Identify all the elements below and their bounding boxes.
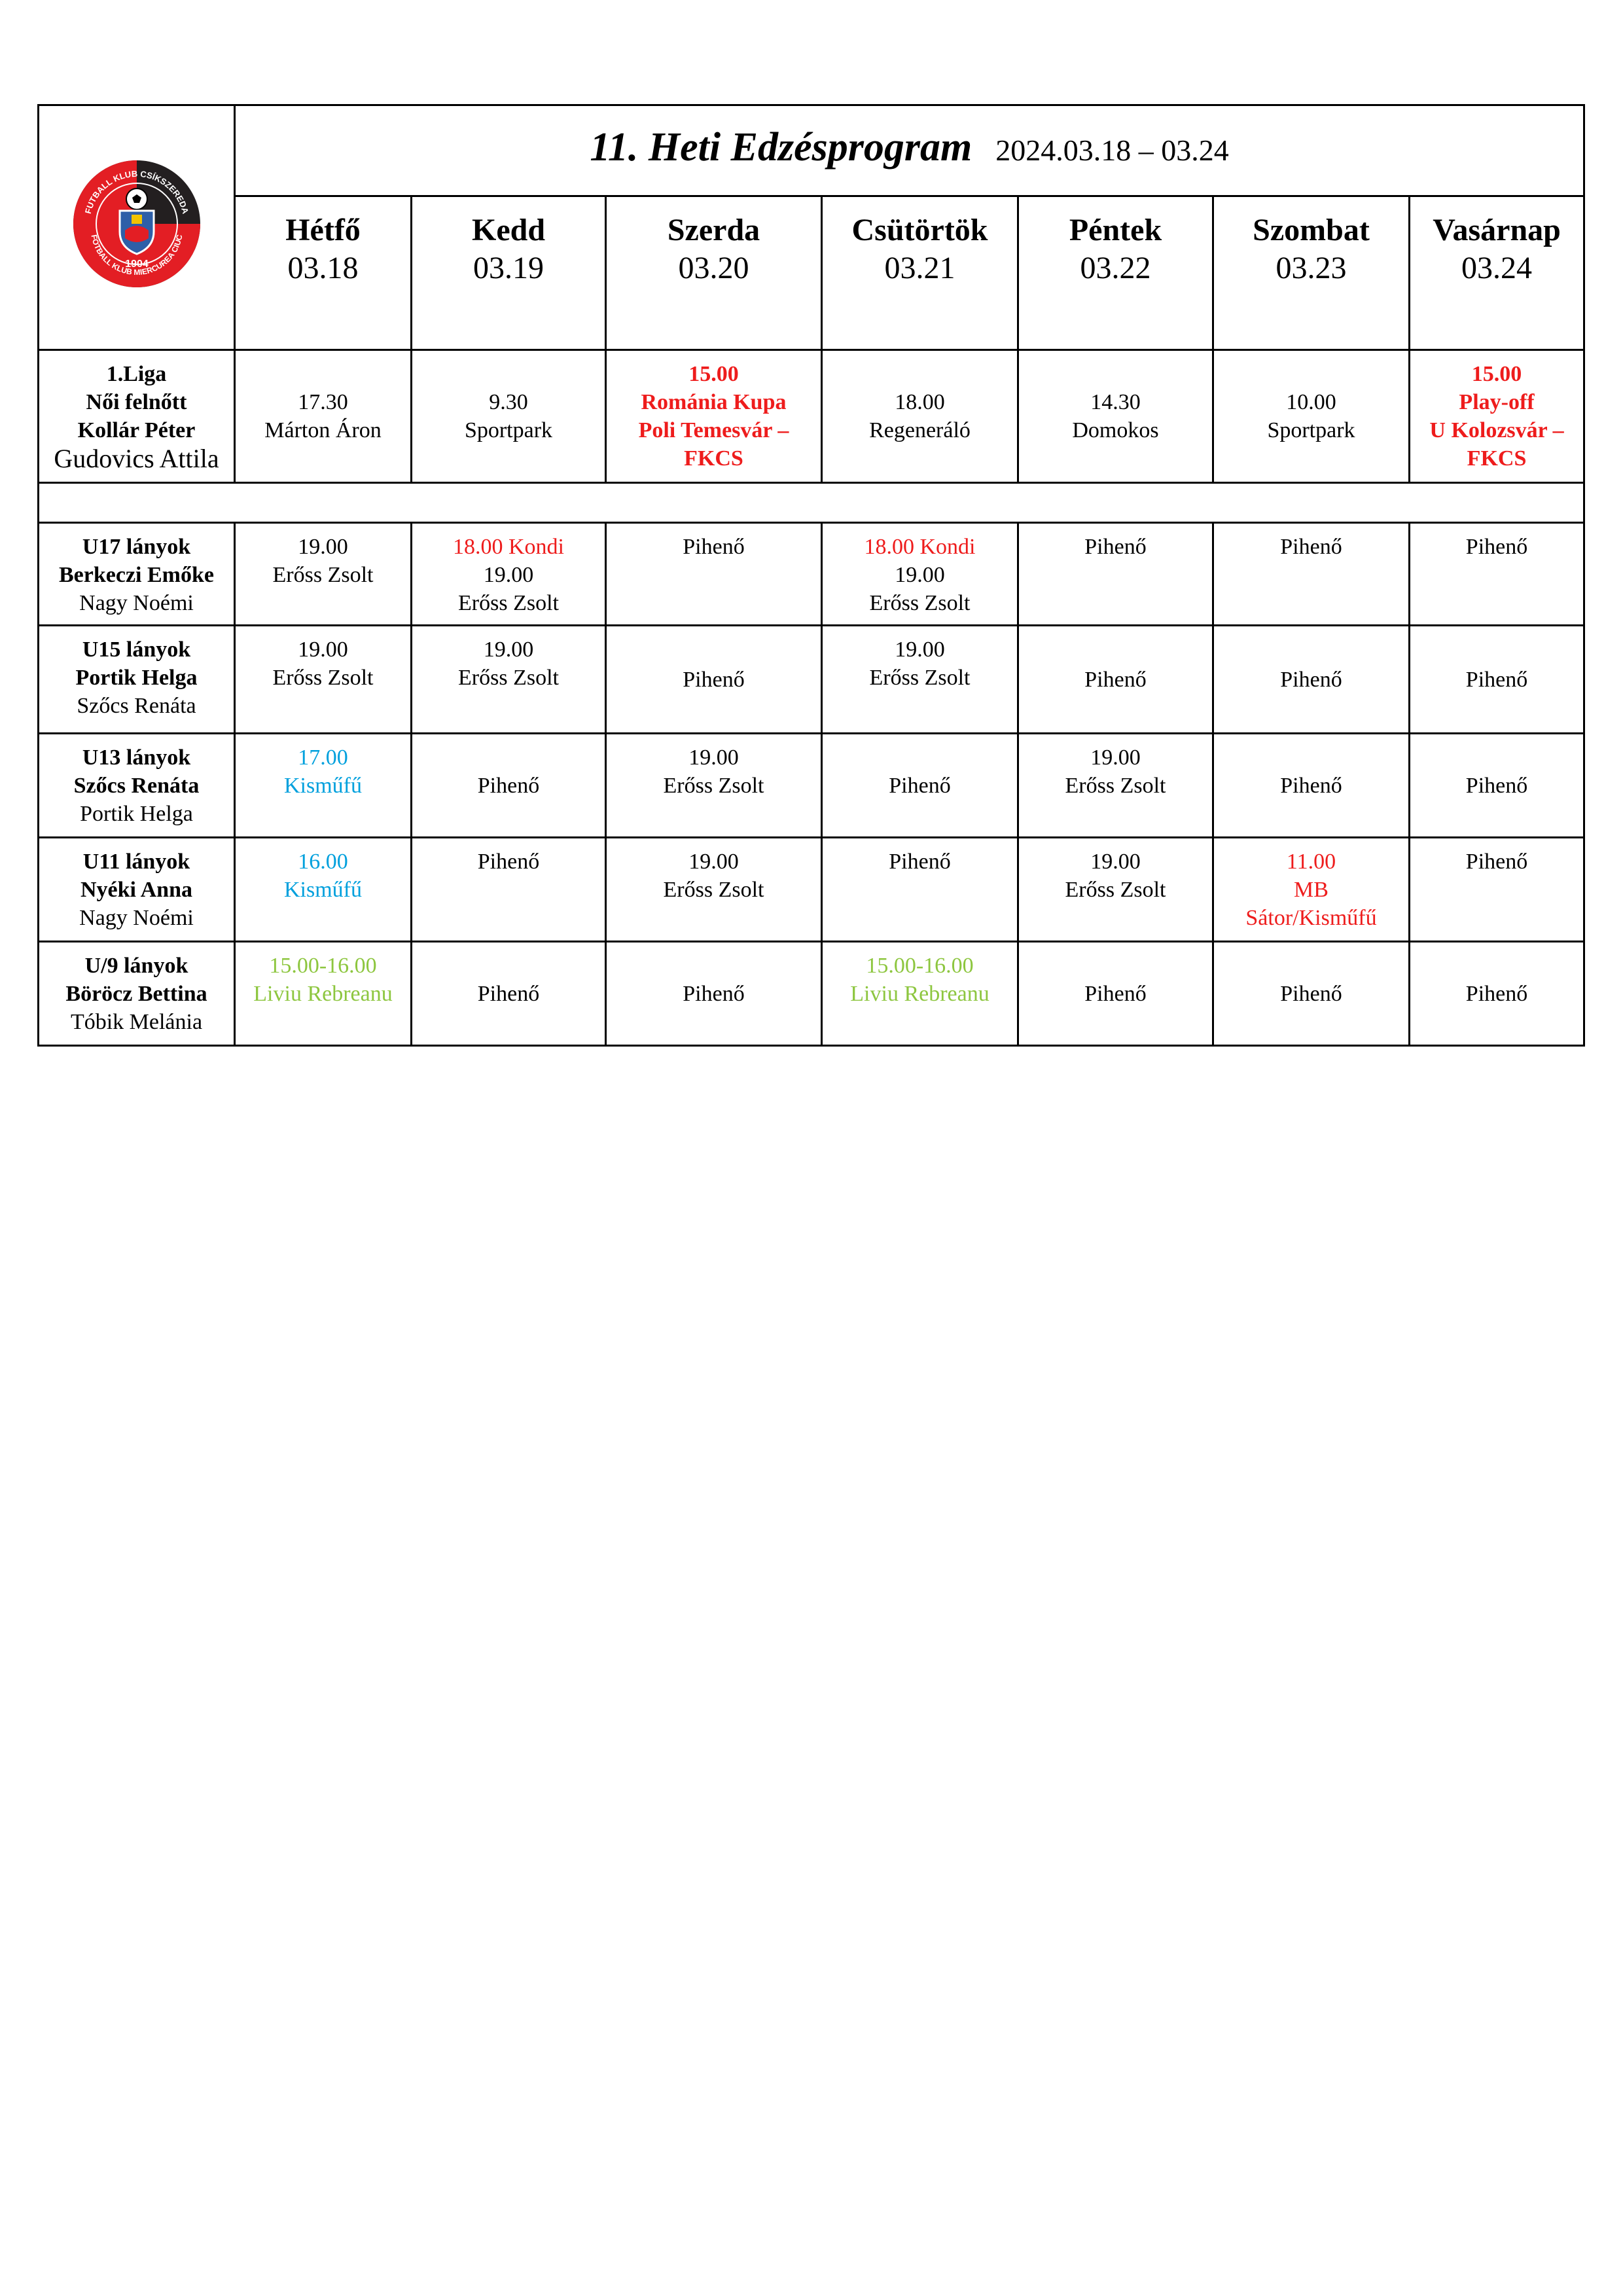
spacer-row [37, 482, 1586, 524]
schedule-cell: Pihenő [1408, 941, 1586, 1047]
team-cell: U11 lányok Nyéki Anna Nagy Noémi [37, 836, 236, 942]
schedule-cell: Pihenő [1212, 624, 1410, 734]
schedule-cell: Pihenő [605, 941, 823, 1047]
title-row: FUTBALL KLUB CSÍKSZEREDA FOTBALL KLUB MI… [37, 104, 1586, 351]
schedule-cell: Pihenő [821, 836, 1019, 942]
team-cell: U15 lányok Portik Helga Szőcs Renáta [37, 624, 236, 734]
schedule-cell: Pihenő [821, 732, 1019, 838]
page-title: 11. Heti Edzésprogram [590, 125, 972, 170]
spacer-cell [37, 482, 1586, 524]
schedule-cell: Pihenő [410, 941, 607, 1047]
table-row-u17: U17 lányok Berkeczi Emőke Nagy Noémi 19.… [37, 522, 1586, 626]
logo-year: 1904 [125, 259, 149, 270]
schedule-cell: Pihenő [1017, 522, 1214, 626]
schedule-cell: Pihenő [605, 624, 823, 734]
team-cell: U17 lányok Berkeczi Emőke Nagy Noémi [37, 522, 236, 626]
schedule-cell: Pihenő [1408, 836, 1586, 942]
schedule-cell: Pihenő [1408, 732, 1586, 838]
table-row-u15: U15 lányok Portik Helga Szőcs Renáta 19.… [37, 624, 1586, 734]
team-cell: 1.Liga Női felnőtt Kollár Péter Gudovics… [37, 349, 236, 484]
schedule-cell: Pihenő [1017, 941, 1214, 1047]
schedule-cell: Pihenő [1212, 941, 1410, 1047]
schedule-cell: Pihenő [1017, 624, 1214, 734]
schedule-cell: Pihenő [1212, 522, 1410, 626]
schedule-cell: Pihenő [410, 732, 607, 838]
table-row-liga: 1.Liga Női felnőtt Kollár Péter Gudovics… [37, 349, 1586, 484]
schedule-cell: Pihenő [1212, 732, 1410, 838]
schedule-cell: Pihenő [410, 836, 607, 942]
schedule-cell: Pihenő [605, 522, 823, 626]
schedule-cell: Pihenő [1408, 624, 1586, 734]
table-row-u13: U13 lányok Szőcs Renáta Portik Helga 17.… [37, 732, 1586, 838]
table-row-u9: U/9 lányok Böröcz Bettina Tóbik Melánia … [37, 941, 1586, 1047]
club-logo-cell: FUTBALL KLUB CSÍKSZEREDA FOTBALL KLUB MI… [37, 104, 236, 351]
title-cell: 11. Heti Edzésprogram 2024.03.18 – 03.24 [233, 104, 1586, 197]
schedule-table: FUTBALL KLUB CSÍKSZEREDA FOTBALL KLUB MI… [37, 104, 1586, 1047]
date-range: 2024.03.18 – 03.24 [995, 134, 1229, 167]
schedule-cell: Pihenő [1408, 522, 1586, 626]
team-cell: U13 lányok Szőcs Renáta Portik Helga [37, 732, 236, 838]
club-logo: FUTBALL KLUB CSÍKSZEREDA FOTBALL KLUB MI… [73, 160, 200, 287]
team-cell: U/9 lányok Böröcz Bettina Tóbik Melánia [37, 941, 236, 1047]
